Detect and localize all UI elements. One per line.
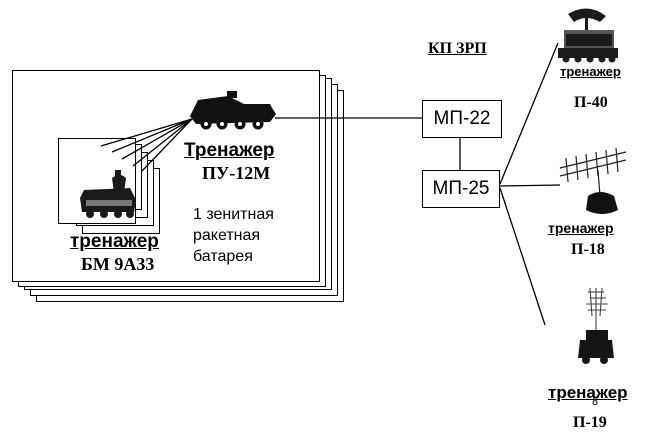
radar-p19-icon — [586, 288, 608, 330]
radar-p40-label: тренажер — [560, 64, 621, 79]
stray-mark: 8 — [592, 396, 598, 408]
missile-vehicle-icon — [80, 170, 136, 218]
radar-p18-name: П-18 — [571, 241, 605, 259]
node-mp22: МП-22 — [422, 100, 502, 138]
launcher-label: Тренажер — [184, 140, 275, 162]
radar-p19-name: П-19 — [573, 414, 607, 432]
radar-p40-icon — [558, 8, 618, 62]
radar-p40-name: П-40 — [574, 94, 608, 112]
vehicle-label: тренажер — [70, 231, 159, 253]
node-mp25: МП-25 — [422, 170, 500, 208]
apc-icon — [190, 91, 276, 130]
radar-p19-label: тренажер — [548, 383, 628, 403]
launcher-name: ПУ-12М — [202, 163, 270, 184]
diagram-title: КП ЗРП — [428, 40, 487, 58]
battery-description-line1: 1 зенитная — [193, 206, 274, 224]
radar-p18-icon — [560, 148, 626, 196]
vehicle-name: БМ 9А33 — [81, 254, 154, 275]
node-mp25-label: МП-25 — [433, 178, 490, 200]
battery-description-line3: батарея — [193, 248, 253, 266]
battery-description-line2: ракетная — [193, 227, 260, 245]
radar-p18-label: тренажер — [548, 220, 614, 236]
node-mp22-label: МП-22 — [434, 108, 491, 130]
